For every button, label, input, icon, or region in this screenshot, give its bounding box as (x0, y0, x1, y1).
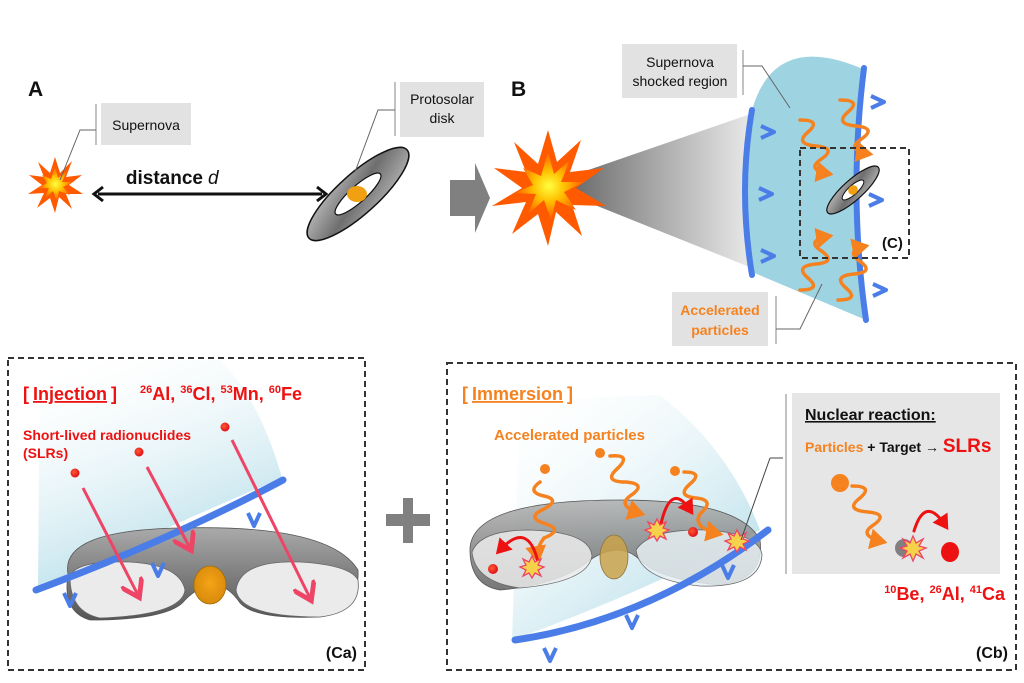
plus-icon (386, 498, 430, 543)
projectile-particle-icon (831, 474, 849, 492)
svg-text:Supernova: Supernova (112, 117, 180, 133)
shock-direction-icon (867, 192, 884, 208)
panel-ca-label: (Ca) (326, 645, 357, 662)
accelerated-particles-label: Accelerated particles (672, 283, 823, 346)
immersion-title: [Immersion] (462, 384, 573, 404)
slr-products: 10Be, 26Al, 41Ca (884, 584, 1006, 604)
panel-cb-immersion: [Immersion] Accelerated particles Nuclea… (446, 362, 1017, 671)
shocked-region-label: Supernova shocked region (622, 44, 791, 109)
svg-text:Protosolar: Protosolar (410, 91, 474, 107)
accelerated-particle-paths (798, 98, 874, 302)
protosun-icon (599, 534, 629, 580)
distance-label: distance (126, 168, 203, 189)
panel-a: A Supernova distance d (28, 78, 484, 242)
zoom-box-c (799, 147, 910, 259)
shock-direction-icon (246, 511, 262, 528)
injected-isotopes: 26Al, 36Cl, 53Mn, 60Fe (140, 384, 302, 404)
shock-direction-icon (542, 646, 558, 663)
protosolar-disk-label: Protosolar disk (354, 82, 484, 173)
slr-label-line2: (SLRs) (23, 445, 68, 461)
collision-burst-icon (518, 554, 546, 580)
panel-b: B (492, 44, 910, 346)
nuclear-reaction-callout: Nuclear reaction: Particles + Target → S… (740, 393, 1000, 574)
immersion-particles (488, 448, 751, 580)
shock-front (32, 476, 287, 594)
protosun-icon (193, 565, 227, 605)
reaction-title: Nuclear reaction: (805, 407, 936, 424)
protosolar-disk-small-icon (826, 165, 880, 215)
panel-ca-injection: [Injection] 26Al, 36Cl, 53Mn, 60Fe Short… (7, 357, 366, 671)
svg-text:Accelerated: Accelerated (680, 302, 759, 318)
protosolar-disk-icon (306, 146, 410, 242)
slr-dot (134, 447, 144, 457)
shock-direction-icon (871, 282, 888, 298)
supernova-label: Supernova (59, 103, 191, 181)
collision-burst-icon (643, 517, 671, 543)
slr-dot (688, 527, 698, 537)
slr-product-icon (941, 542, 959, 562)
accelerated-particle-dot (670, 466, 680, 476)
protosolar-torus (469, 499, 763, 591)
shock-cone (545, 110, 762, 272)
slr-dot (488, 564, 498, 574)
shock-direction-icon (869, 94, 886, 110)
immersion-particles-label: Accelerated particles (494, 427, 645, 444)
shocked-fan (38, 360, 282, 588)
panel-ca-border (7, 357, 366, 671)
slr-dot (70, 468, 80, 478)
panel-a-letter: A (28, 78, 43, 101)
distance-variable: d (208, 168, 220, 189)
injection-title: [Injection] (23, 384, 117, 404)
panel-cb-border (446, 362, 1017, 671)
panel-cb-label: (Cb) (976, 645, 1008, 662)
shock-direction-icon (624, 613, 640, 630)
distance-arrow: distance d (91, 168, 329, 203)
accelerated-particle-dot (595, 448, 605, 458)
slr-injection-paths (70, 422, 311, 599)
svg-text:disk: disk (430, 110, 456, 126)
collision-burst-icon (898, 534, 928, 563)
svg-text:Supernova: Supernova (646, 54, 714, 70)
transition-arrow-icon (450, 163, 490, 233)
collision-burst-icon (723, 528, 751, 554)
svg-text:particles: particles (691, 322, 749, 338)
svg-text:shocked region: shocked region (633, 73, 728, 89)
reaction-equation: Particles + Target → SLRs (805, 436, 991, 457)
slr-label-line1: Short-lived radionuclides (23, 427, 191, 443)
panel-b-letter: B (511, 78, 526, 101)
accelerated-particle-dot (540, 464, 550, 474)
supernova-burst-large-icon (492, 130, 606, 246)
supernova-burst-icon (28, 157, 83, 213)
shock-front-inner (742, 107, 755, 278)
slr-dot (220, 422, 230, 432)
zoom-box-label: (C) (882, 235, 903, 252)
